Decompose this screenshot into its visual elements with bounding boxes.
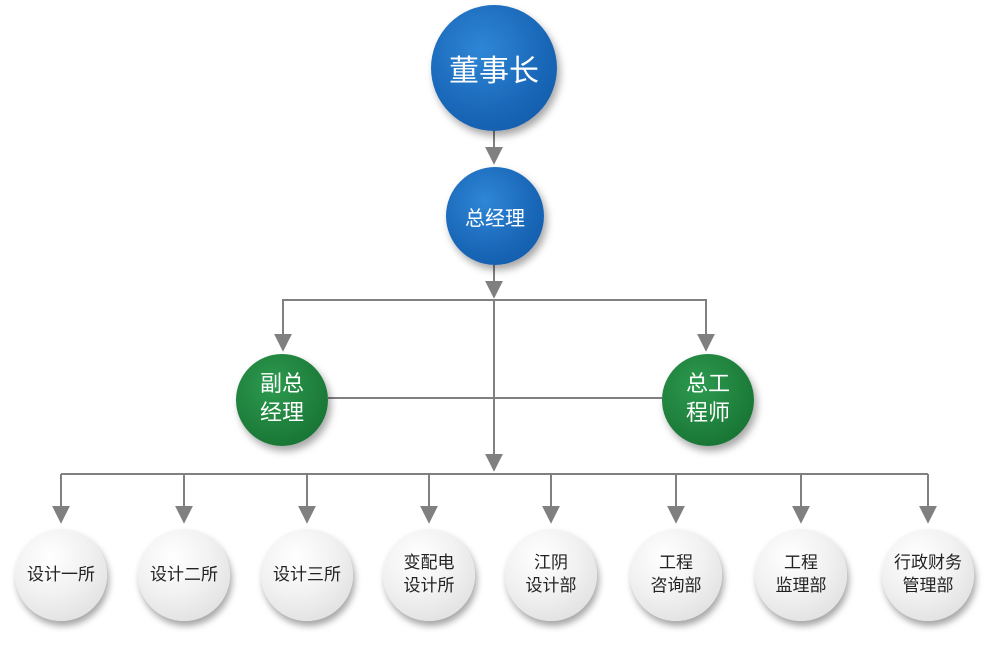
line-to-chief-engineer [494, 299, 715, 352]
node-dept-consulting: 工程 咨询部 [630, 529, 722, 621]
line-to-deputy-gm [274, 299, 494, 352]
node-dept-design-2: 设计二所 [138, 529, 230, 621]
node-dept-substation: 变配电 设计所 [383, 529, 475, 621]
node-dept-admin-finance: 行政财务 管理部 [882, 529, 974, 621]
node-dept-supervision: 工程 监理部 [755, 529, 847, 621]
node-chief-engineer: 总工 程师 [662, 354, 754, 446]
node-dept-design-1: 设计一所 [15, 529, 107, 621]
node-dept-jiangyin: 江阴 设计部 [505, 529, 597, 621]
node-general-manager: 总经理 [446, 167, 544, 265]
node-dept-design-3: 设计三所 [261, 529, 353, 621]
node-deputy-gm: 副总 经理 [236, 354, 328, 446]
node-chairman: 董事长 [431, 5, 557, 131]
